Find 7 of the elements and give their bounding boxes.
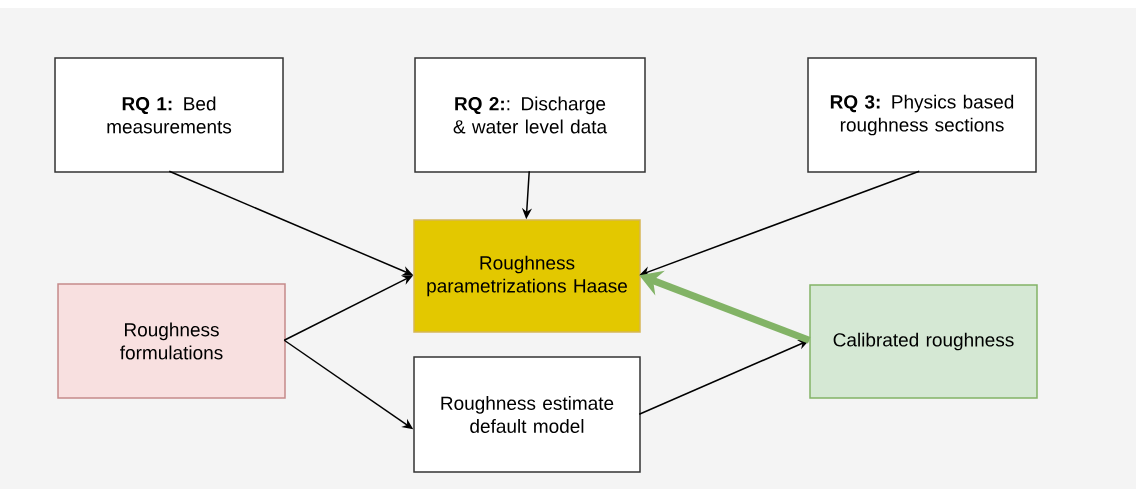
output-box: Calibrated roughness	[809, 284, 1038, 399]
research-question-box: RQ 1: Bed measurements	[54, 57, 284, 173]
process-box: Roughness estimate default model	[413, 356, 641, 473]
research-question-box: RQ 3: Physics based roughness sections	[807, 57, 1037, 173]
input-box: Roughness formulations	[57, 283, 286, 399]
research-question-box: RQ 2:: Discharge & water level data	[414, 57, 646, 173]
process-box: Roughness parametrizations Haase	[413, 219, 641, 333]
